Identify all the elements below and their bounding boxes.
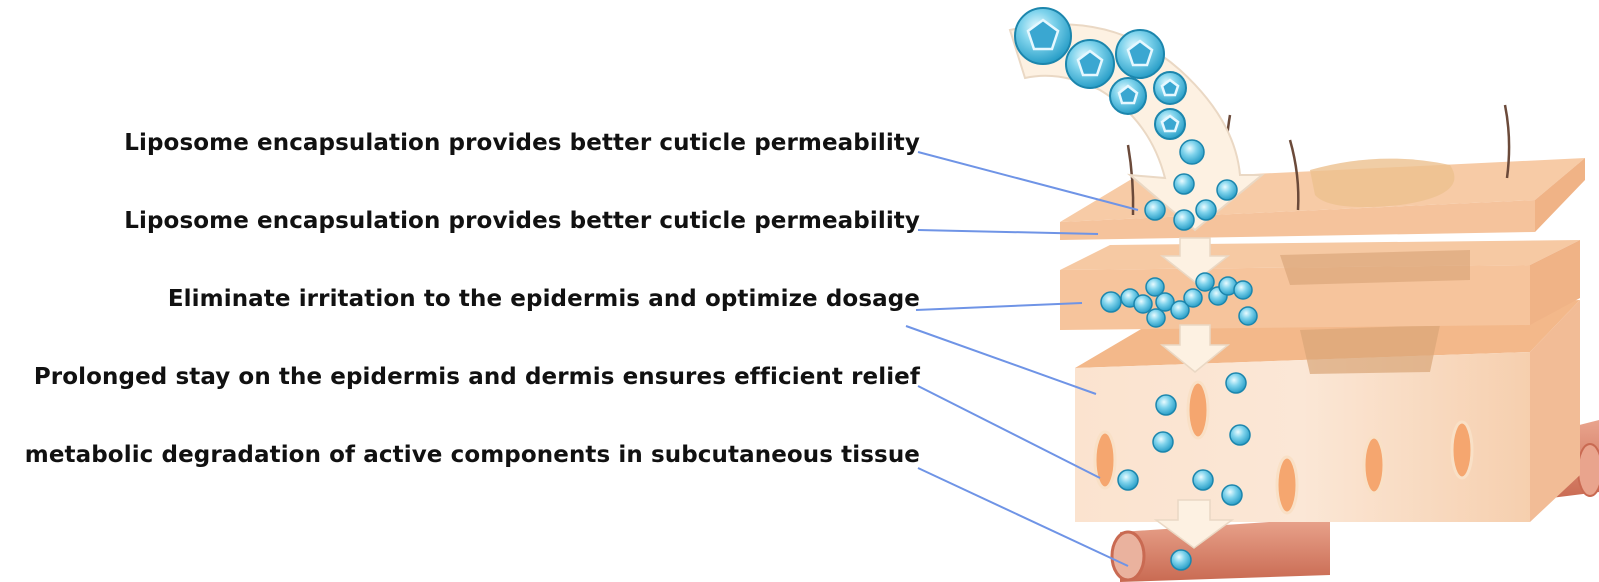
- leader-lines: [905, 151, 1139, 567]
- label-cuticle-permeability: Liposome encapsulation provides better c…: [124, 208, 920, 234]
- leader-line-1: [917, 151, 1139, 211]
- leader-line-3: [915, 302, 1083, 311]
- leader-line-4: [917, 385, 1101, 479]
- dermis-layer: [1075, 300, 1580, 522]
- pentagon-icons: [1026, 18, 1180, 133]
- liposome-particles: [1014, 7, 1258, 571]
- stratum-corneum-layer: [1060, 158, 1585, 240]
- label-epidermis-dosage: Eliminate irritation to the epidermis an…: [167, 286, 920, 312]
- leader-line-5: [917, 467, 1129, 567]
- label-dermis-relief: Prolonged stay on the epidermis and derm…: [33, 364, 920, 390]
- label-subcutaneous-degradation: metabolic degradation of active componen…: [24, 442, 920, 468]
- liposome-small: [1100, 139, 1258, 571]
- leader-line-3b: [905, 325, 1097, 395]
- down-arrows: [1153, 237, 1235, 549]
- label-column: Liposome encapsulation provides better c…: [24, 130, 920, 468]
- leader-line-2: [917, 229, 1099, 235]
- epidermis-layer: [1060, 240, 1580, 330]
- label-stratum-corneum: Liposome encapsulation provides better c…: [124, 130, 920, 156]
